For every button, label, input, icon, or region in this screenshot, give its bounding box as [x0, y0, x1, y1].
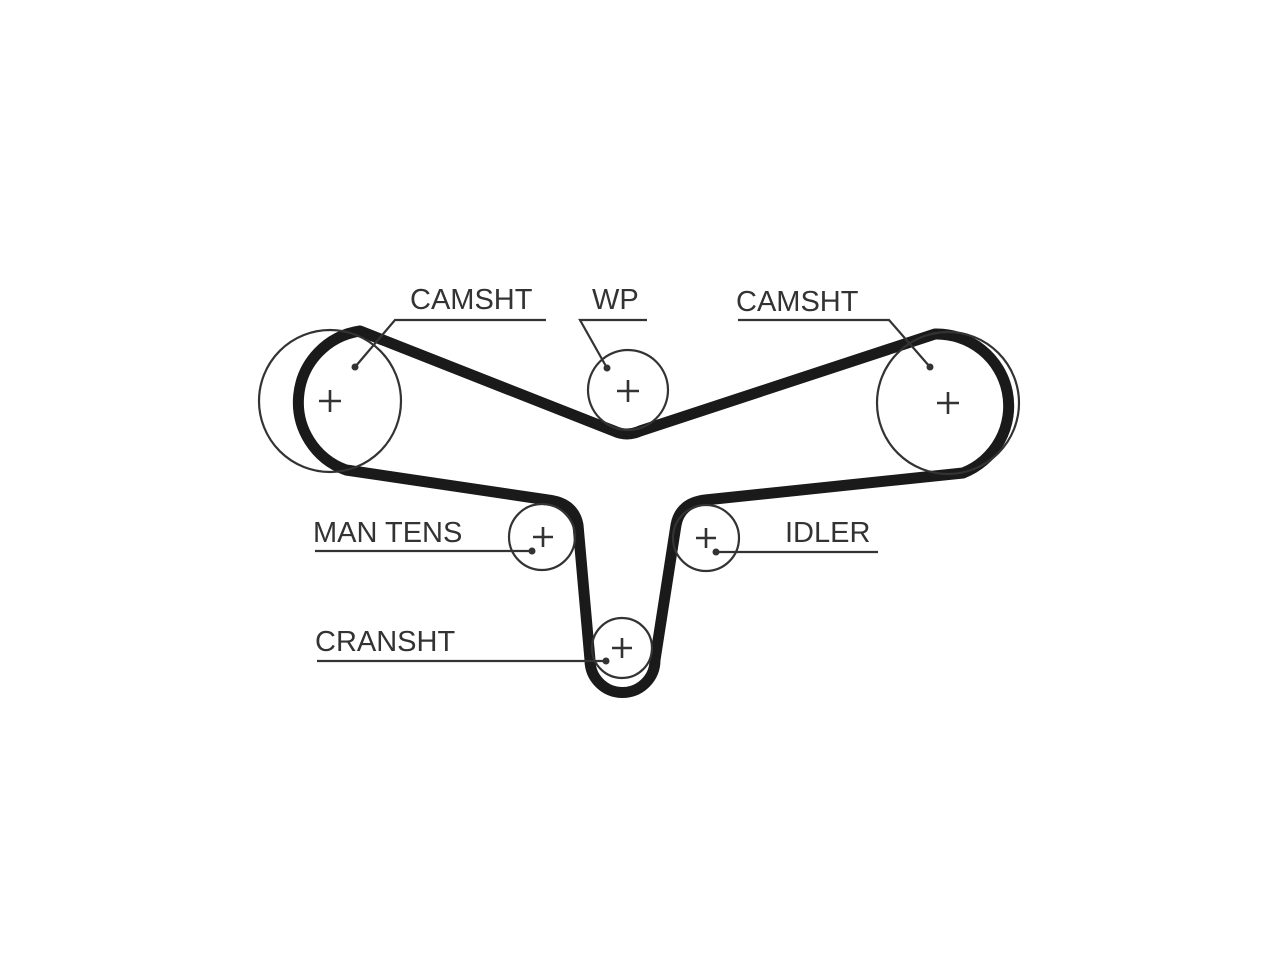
manual-tensioner-leader-dot [528, 547, 536, 555]
camshaft-left-leader-dot [351, 363, 359, 371]
manual-tensioner-label: MAN TENS [313, 517, 462, 549]
crankshaft-pulley [590, 616, 654, 680]
manual-tensioner-pulley [507, 502, 577, 572]
camshaft-right-leader-dot [926, 363, 934, 371]
water-pump-leader-dot [603, 364, 611, 372]
idler-pulley [671, 503, 741, 573]
timing-belt [292, 325, 1015, 698]
camshaft-left-pulley [257, 328, 403, 474]
camshaft-left-leader [354, 318, 546, 368]
water-pump-label: WP [592, 284, 639, 316]
water-pump-pulley [586, 348, 670, 432]
water-pump-leader [578, 318, 647, 369]
camshaft-left-label: CAMSHT [410, 284, 533, 316]
crankshaft-label: CRANSHT [315, 626, 455, 658]
camshaft-right-pulley [875, 330, 1021, 476]
crankshaft-leader-dot [602, 657, 610, 665]
idler-leader-dot [712, 548, 720, 556]
camshaft-right-label: CAMSHT [736, 286, 859, 318]
idler-label: IDLER [785, 517, 870, 549]
camshaft-right-leader [738, 318, 931, 368]
